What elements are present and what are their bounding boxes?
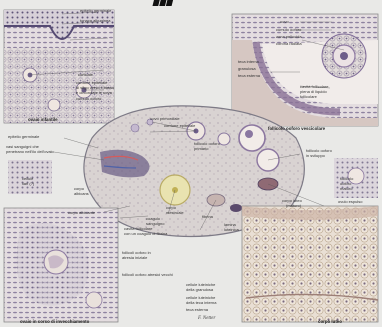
label-fibrina: fibrina xyxy=(202,214,213,219)
caption-follicolo: follicolo ooforo vescicolare xyxy=(268,126,325,131)
label-teca-esterna: teca esterna xyxy=(238,73,260,78)
panel-atretic-follicles xyxy=(4,208,118,322)
label-cavita-coagulo: con un coagulo di fibrina xyxy=(124,231,167,236)
label-teca-interna: teca interna xyxy=(238,59,259,64)
label-corticale: corticale xyxy=(78,72,93,77)
label-ovulo-espulso: ovulo espulso xyxy=(338,199,362,204)
label-cumulo-short: cumulo ooforo xyxy=(76,96,101,101)
label-uovo: uovo xyxy=(280,19,289,24)
label-cordone-epiteliale-2: cordone epiteliale xyxy=(164,123,195,128)
label-corpo-mestruale-2: mestruale xyxy=(166,210,184,215)
label-epitelio-germinale: epitelio germinale xyxy=(80,8,111,13)
label-follicolo-maturo-3: maturo xyxy=(340,186,352,191)
label-follicolo-primario-2: primario xyxy=(194,146,208,151)
label-teca-esterna-2: teca esterna xyxy=(186,307,208,312)
label-cumulo-ooforo: cumulo ooforo xyxy=(276,27,301,32)
caption-ovaio-invecchiamento: ovaio in corso di invecchiamento xyxy=(20,319,89,324)
label-corpo-albicans-2: albicans xyxy=(74,191,89,196)
artist-signature: F. Netter xyxy=(198,316,215,321)
label-cordone-detail-2: e circondate le uova xyxy=(76,90,112,95)
label-corona-radiata: corona radiata xyxy=(276,41,302,46)
label-corpo-luteo-2: (maturo) xyxy=(286,203,301,208)
label-follicoli-atresici-2: atresia iniziale xyxy=(122,255,147,260)
label-cellule-luteiniche-2: della granulosa xyxy=(186,287,213,292)
panel-germinal-epithelium xyxy=(4,10,114,123)
label-follicoli-vecchi: follicoli ooforo atresici vecchi xyxy=(122,272,173,277)
label-cellule-teca-2: della teca interna xyxy=(186,300,216,305)
label-vasi-detail: penetrano nell'ilo dell'ovaio xyxy=(6,149,54,154)
caption-ovaio-infantile: ovaio infantile xyxy=(28,117,58,122)
label-corpo-albicante: corpo albicante xyxy=(68,210,95,215)
label-uovo-primordiale: uovo primordiale xyxy=(150,116,180,121)
label-cellule-ilari-2: ilari (?) xyxy=(22,181,34,186)
label-follicolo-sviluppo-2: in sviluppo xyxy=(306,153,325,158)
caption-corpo-luteo: corpo luteo xyxy=(318,319,342,324)
panel-corpus-luteum xyxy=(242,206,378,322)
label-granulosa: granulosa xyxy=(238,66,256,71)
label-zona-pellucida: zona pellucida xyxy=(276,34,302,39)
label-tonaca-albuginea: tonaca albuginea xyxy=(80,18,110,23)
label-epitelio-germinale-2: epitelio germinale xyxy=(8,134,39,139)
label-cavita-detail-2: follicolare xyxy=(300,94,317,99)
label-lamina-2: luteinica xyxy=(224,227,239,232)
